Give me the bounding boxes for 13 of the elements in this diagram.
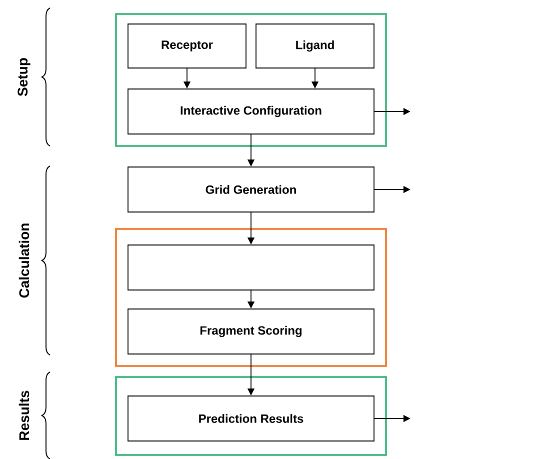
group-frame [115, 13, 387, 147]
process-box: Grid Generation [128, 166, 374, 212]
process-box: Interactive Configuration [128, 88, 374, 134]
stage-label: Calculation [18, 224, 30, 298]
process-box: Receptor [128, 24, 246, 68]
process-box: Fragment Scoring [128, 308, 374, 354]
group-frame [115, 376, 387, 456]
process-box: Ligand [256, 24, 374, 68]
empty-process-box [128, 244, 374, 290]
stage-label: Setup [18, 58, 30, 96]
stage-label: Results [18, 390, 30, 440]
group-frame [115, 228, 387, 367]
process-box: Prediction Results [128, 396, 374, 442]
